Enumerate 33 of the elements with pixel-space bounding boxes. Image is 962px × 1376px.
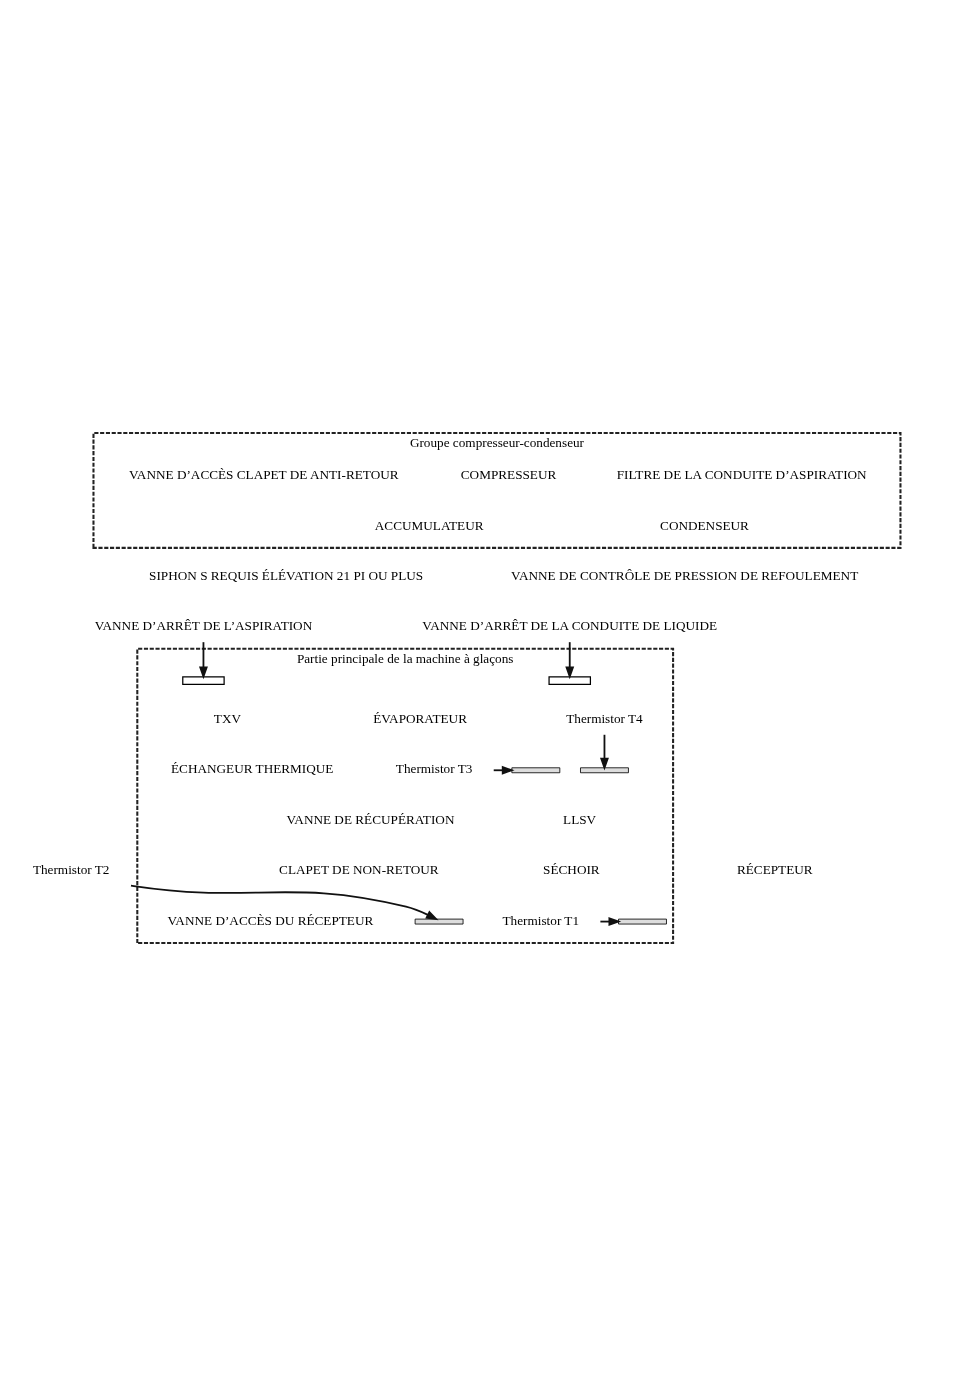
label: SÉCHOIR — [543, 862, 600, 878]
label: FILTRE DE LA CONDUITE D’ASPIRATION — [616, 467, 867, 483]
node-text: Thermistor T1 — [502, 912, 580, 928]
arrow — [600, 733, 609, 771]
label: CONDENSEUR — [660, 517, 749, 533]
label: ACCUMULATEUR — [374, 517, 484, 533]
label: TXV — [213, 710, 242, 726]
node-bar — [511, 767, 561, 774]
node-box — [182, 676, 225, 685]
label: SIPHON S REQUIS ÉLÉVATION 21 PI OU PLUS — [149, 567, 424, 583]
label: ÉCHANGEUR THERMIQUE — [171, 761, 334, 777]
node-text: Thermistor T4 — [566, 710, 643, 726]
label: VANNE DE CONTRÔLE DE PRESSION DE REFOULEMENT — [511, 567, 859, 583]
node-text: Thermistor T2 — [32, 862, 110, 878]
label: CLAPET DE NON-RETOUR — [279, 862, 439, 878]
label: RÉCEPTEUR — [736, 862, 813, 878]
label: COMPRESSEUR — [460, 467, 557, 483]
node-bar — [414, 918, 464, 925]
label: VANNE D’ACCÈS DU RÉCEPTEUR — [167, 912, 374, 928]
node-bar — [580, 767, 629, 774]
node-text: VANNE D’ARRÊT DE LA CONDUITE DE LIQUIDE — [422, 618, 718, 634]
arrow — [492, 765, 515, 775]
label: VANNE D’ACCÈS CLAPET DE ANTI-RETOUR — [129, 467, 399, 483]
arrow — [565, 641, 575, 680]
label: LLSV — [563, 811, 597, 827]
node-bar — [618, 918, 667, 925]
node-text: VANNE D’ARRÊT DE L’ASPIRATION — [94, 618, 313, 634]
node-box — [548, 676, 592, 685]
node-text: Thermistor T3 — [395, 761, 473, 777]
arrow — [199, 641, 208, 680]
label: ÉVAPORATEUR — [373, 710, 467, 726]
label: VANNE DE RÉCUPÉRATION — [286, 811, 455, 827]
arrow — [130, 884, 439, 921]
